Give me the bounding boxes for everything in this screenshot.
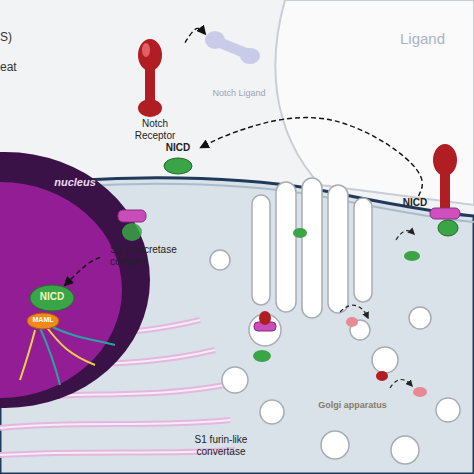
nuclear-envelope: [0, 152, 150, 408]
part-label: MAML: [25, 316, 61, 324]
cell-part: NICD: [30, 285, 74, 311]
dashed-arrow: [201, 118, 422, 196]
notch-receptor: [138, 39, 162, 117]
cell-part: S1 furin-like convertase: [175, 320, 285, 460]
receptor-fragment: [346, 317, 358, 327]
cell-part: NICD: [398, 196, 432, 212]
vesicle: [409, 307, 431, 329]
nicd-protein: [122, 223, 142, 241]
part-label: NICD: [30, 291, 74, 303]
receptor-stalk: [440, 165, 450, 213]
nicd-protein: [438, 220, 458, 236]
cell-part: Golgi apparatus S1 furin-like convertase: [170, 170, 430, 470]
golgi-cisterna: [276, 182, 296, 312]
secretase-collar: [430, 208, 460, 219]
vesicle: [222, 367, 248, 393]
nicd-protein: [293, 228, 307, 238]
ligand-foot: [240, 48, 260, 64]
chromatin-strand: [50, 326, 115, 345]
nicd-protein: [404, 251, 420, 261]
s3-complex: [118, 210, 146, 241]
dashed-arrow: [396, 231, 414, 240]
vesicle: [260, 400, 284, 424]
part-label: Ligand: [400, 30, 472, 47]
part-label: NICD: [155, 142, 201, 154]
connectors: [65, 28, 422, 285]
golgi-cisterna: [302, 178, 322, 318]
part-label: NICD: [398, 197, 432, 209]
vesicle: [391, 436, 419, 464]
cell-part: Notch Ligand: [205, 25, 267, 118]
s1-complex: [253, 311, 276, 362]
vesicle: [372, 347, 398, 373]
part-label: Notch Receptor: [125, 118, 185, 141]
golgi-cisterna: [354, 198, 372, 302]
chromatin-strand: [20, 330, 35, 380]
part-label: Golgi apparatus: [305, 400, 400, 410]
chromatin: [20, 325, 115, 385]
cell-part: NICD: [155, 142, 201, 176]
receptor-highlight: [142, 43, 150, 57]
trafficking-arrows: [340, 231, 414, 388]
cell-part: Notch Receptor: [125, 30, 185, 148]
part-label: S1 furin-like convertase: [180, 434, 262, 457]
dashed-arrow: [185, 28, 205, 42]
receptor-foot: [138, 99, 162, 117]
vesicle: [210, 250, 230, 270]
cropped-label: S): [0, 30, 12, 44]
vesicle: [436, 398, 460, 422]
cell-part: MAML: [25, 315, 61, 327]
chromatin-strand: [40, 328, 60, 385]
golgi-stack: [210, 178, 460, 464]
receptor-fragment: [413, 387, 427, 397]
dashed-arrow: [390, 380, 412, 389]
receptor-stalk: [145, 60, 155, 105]
dashed-arrow: [340, 305, 368, 318]
part-label: nucleus: [45, 176, 105, 189]
cleaved-receptor: [430, 144, 460, 236]
cell-part: S3 γ-secretase complex: [100, 205, 195, 273]
cropped-label: eat: [0, 60, 17, 74]
receptor-fragment: [376, 371, 388, 381]
nicd-protein: [253, 350, 271, 362]
vesicle: [321, 431, 349, 459]
cell-part: nucleusNICD MAML: [0, 150, 150, 420]
dashed-arrow: [65, 257, 100, 285]
nicd-protein: [164, 158, 192, 174]
notch-ligand: [205, 31, 260, 64]
golgi-cisterna: [252, 195, 270, 305]
golgi-cisterna: [328, 185, 348, 313]
nucleoplasm: [0, 182, 122, 398]
part-label: Notch Ligand: [212, 88, 266, 98]
secretase-collar: [118, 210, 146, 222]
cell-part: Ligand: [280, 0, 474, 190]
receptor-fragment: [259, 311, 271, 325]
nicd-protein: [30, 285, 74, 311]
part-label: S3 γ-secretase complex: [110, 244, 195, 267]
